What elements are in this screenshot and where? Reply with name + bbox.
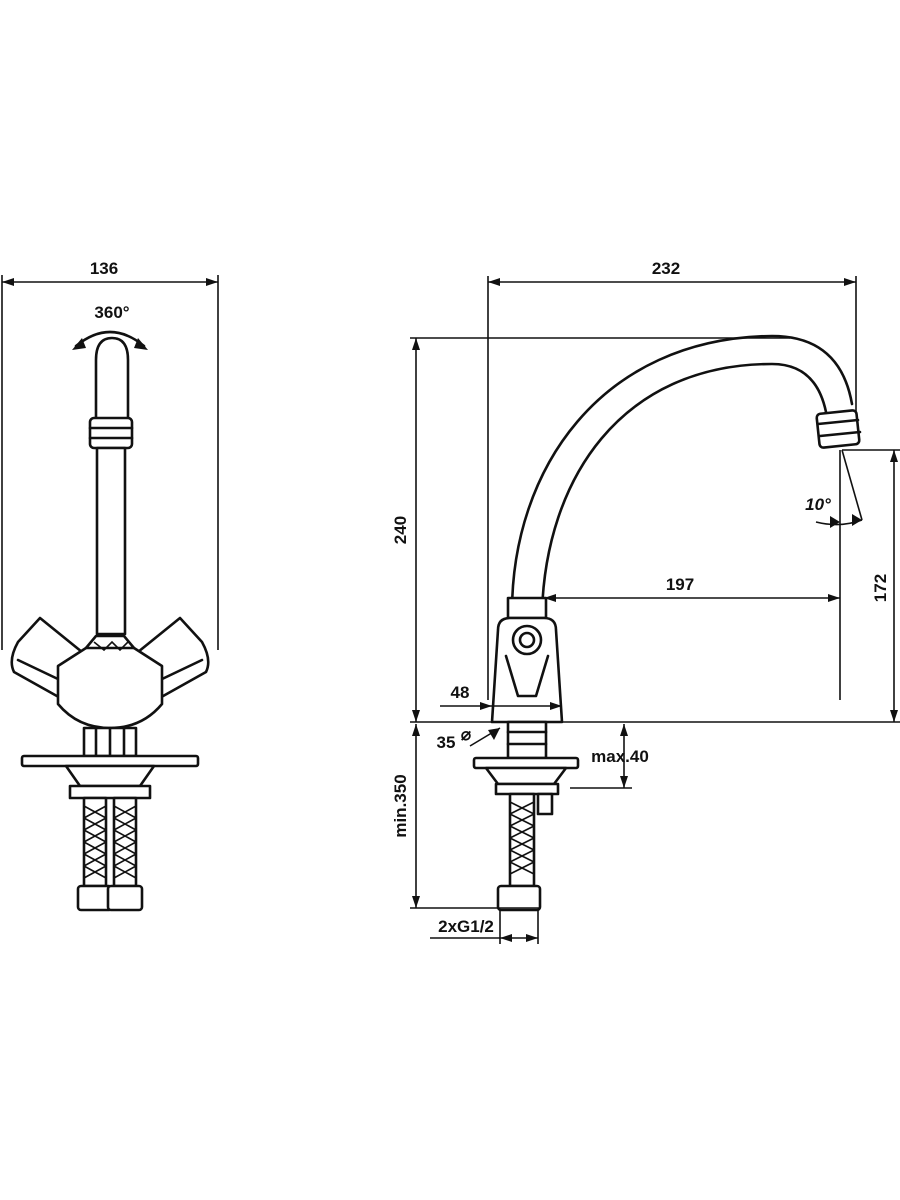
side-fixing-stud — [536, 792, 554, 816]
side-handle-cap-inner — [518, 631, 536, 649]
spout-inner-edge — [540, 362, 828, 614]
front-width-label: 136 — [90, 259, 118, 278]
front-fixing-nut — [68, 784, 152, 800]
reach-outlet-dimension: 197 — [544, 575, 840, 602]
front-body-crown — [84, 634, 136, 650]
outlet-height-dimension: 172 — [842, 449, 900, 722]
side-fixing-bracket — [484, 766, 568, 786]
front-width-dimension: 136 — [1, 259, 219, 650]
base-diameter-dimension: 48 — [440, 683, 562, 710]
front-column — [95, 446, 127, 636]
counter-thickness-dimension: max.40 — [570, 724, 649, 789]
connection-dimension: 2xG1/2 — [430, 910, 539, 944]
side-hose-nut — [496, 884, 542, 912]
height-label: 240 — [391, 516, 410, 544]
reach-total-label: 232 — [652, 259, 680, 278]
side-view: 232 240 10° 197 — [391, 259, 900, 944]
base-diameter-label: 48 — [451, 683, 470, 702]
hole-diameter-label: 35 — [437, 733, 456, 752]
hose-length-dimension: min.350 — [391, 724, 540, 909]
angle-label: 10° — [805, 495, 831, 514]
front-spout-tube — [94, 336, 130, 422]
height-dimension: 240 — [391, 337, 790, 722]
hole-diameter-symbol-icon: ⌀ — [461, 725, 472, 744]
front-braided-hoses — [82, 796, 138, 888]
hose-length-label: min.350 — [391, 774, 410, 837]
rotation-label: 360° — [94, 303, 129, 322]
angle-dimension: 10° — [805, 449, 863, 700]
side-braided-hose — [508, 792, 536, 888]
front-hose-nut-right — [106, 884, 144, 912]
reach-total-dimension: 232 — [487, 259, 857, 700]
side-shank — [506, 720, 548, 760]
spout-outer-edge — [510, 334, 854, 614]
aerator — [815, 409, 861, 449]
front-view: 136 360° — [1, 259, 219, 912]
connection-label: 2xG1/2 — [438, 917, 494, 936]
counter-thickness-label: max.40 — [591, 747, 649, 766]
front-spout-collar — [88, 416, 134, 450]
side-spout-collar — [506, 596, 548, 620]
side-body — [490, 616, 564, 724]
reach-outlet-label: 197 — [666, 575, 694, 594]
front-fixing-bracket — [64, 764, 156, 788]
outlet-height-label: 172 — [871, 574, 890, 602]
side-fixing-nut — [494, 782, 560, 796]
front-base-plate — [20, 754, 200, 768]
hole-diameter-dimension: 35 ⌀ — [437, 725, 501, 752]
rotation-indicator: 360° — [72, 303, 148, 350]
side-base-plate — [472, 756, 580, 770]
